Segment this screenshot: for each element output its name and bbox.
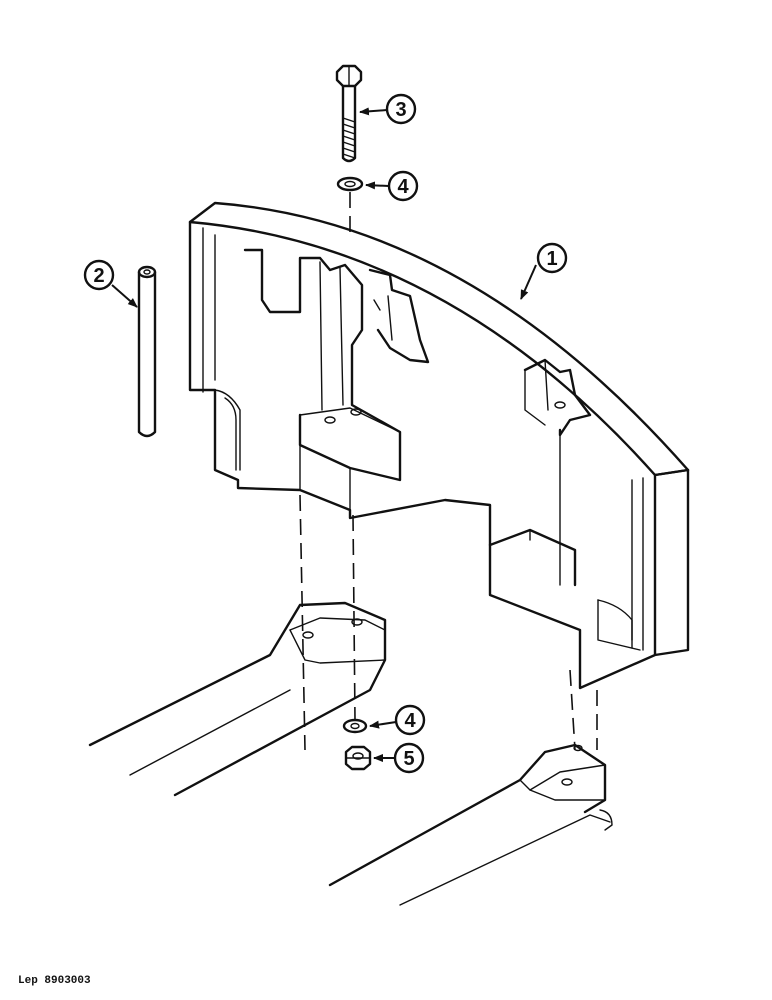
svg-text:3: 3 bbox=[395, 99, 406, 121]
washer-bottom bbox=[342, 718, 368, 734]
svg-text:2: 2 bbox=[93, 265, 104, 287]
assembly-centerlines bbox=[299, 192, 598, 751]
frame-rail-left bbox=[88, 601, 387, 797]
callout-4-top: 4 bbox=[365, 170, 419, 202]
frame-rail-right bbox=[328, 743, 613, 906]
callout-1: 1 bbox=[520, 242, 568, 300]
svg-text:5: 5 bbox=[403, 748, 414, 770]
washer-top bbox=[336, 176, 364, 192]
callout-4-bottom: 4 bbox=[369, 704, 426, 736]
nut bbox=[344, 745, 372, 771]
bolt bbox=[335, 64, 363, 163]
svg-text:4: 4 bbox=[397, 176, 409, 198]
pin bbox=[137, 265, 157, 438]
reference-code: Lep 8903003 bbox=[18, 975, 91, 987]
counterweight bbox=[188, 201, 690, 690]
callout-2: 2 bbox=[83, 259, 138, 308]
callout-5: 5 bbox=[373, 742, 425, 774]
callout-3: 3 bbox=[359, 93, 417, 125]
svg-text:1: 1 bbox=[546, 248, 557, 270]
svg-text:4: 4 bbox=[404, 710, 416, 732]
